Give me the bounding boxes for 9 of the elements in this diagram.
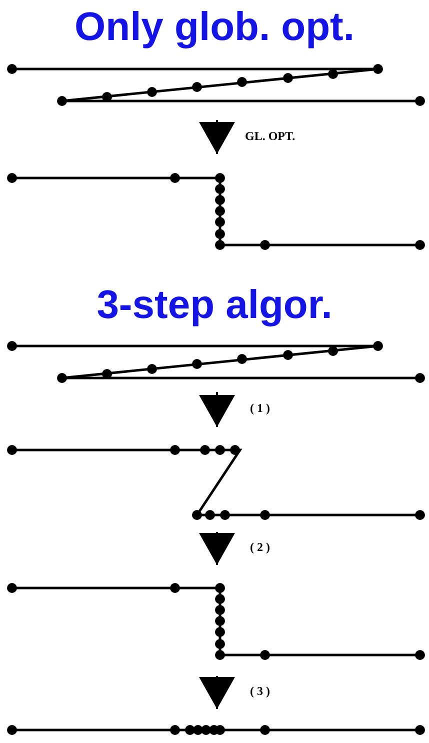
down-arrow — [199, 676, 235, 709]
down-arrow — [199, 392, 235, 427]
edge-label: ( 3 ) — [250, 684, 270, 699]
down-arrow — [199, 532, 235, 565]
section-heading: Only glob. opt. — [74, 5, 356, 49]
down-arrow — [199, 120, 235, 154]
edge-label: ( 1 ) — [250, 401, 270, 416]
edge-label: ( 2 ) — [250, 540, 270, 555]
section-heading: 3-step algor. — [96, 283, 334, 327]
